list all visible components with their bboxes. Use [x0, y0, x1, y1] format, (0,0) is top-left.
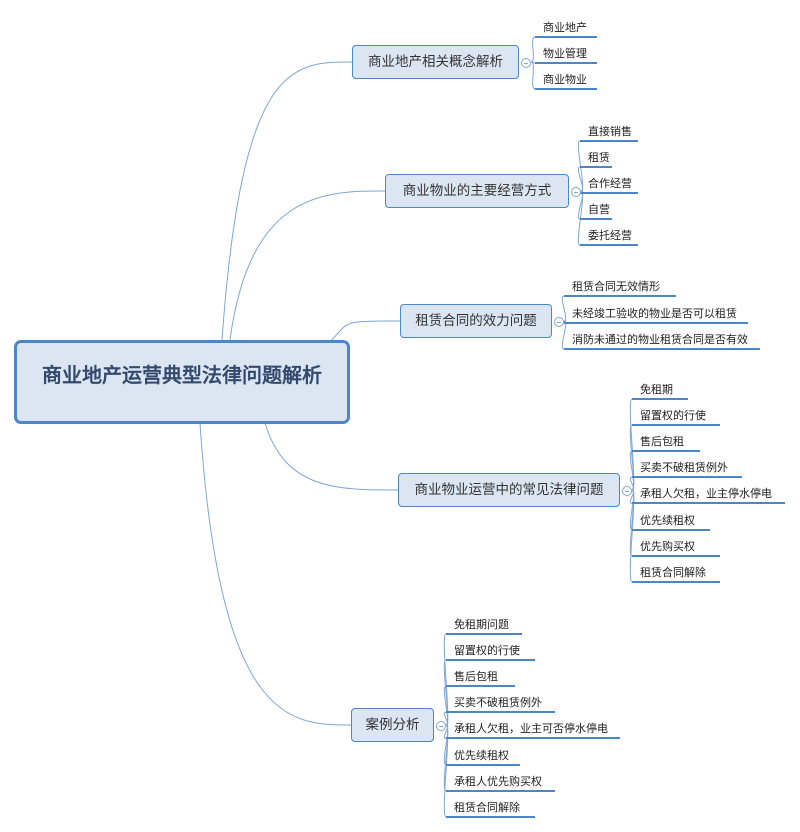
- leaf-node-label: 买卖不破租赁例外: [640, 461, 728, 475]
- branch-to-leaf-connector: [561, 295, 567, 322]
- leaf-node-label: 优先购买权: [640, 539, 695, 553]
- branch-to-leaf-connector: [629, 489, 635, 583]
- root-node-label: 商业地产运营典型法律问题解析: [42, 363, 322, 387]
- leaf-node[interactable]: 优先续租权: [632, 513, 710, 531]
- root-to-branch-connector: [229, 190, 386, 341]
- leaf-node-label: 免租期: [640, 383, 673, 396]
- leaf-node-label: 租赁合同解除: [454, 800, 520, 814]
- root-to-branch-connector: [329, 320, 401, 343]
- root-to-branch-connector: [199, 422, 352, 726]
- leaf-node[interactable]: 租赁合同无效情形: [564, 279, 676, 297]
- leaf-node-label: 未经竣工验收的物业是否可以租赁: [572, 306, 737, 320]
- leaf-node-label: 商业物业: [543, 73, 587, 86]
- branch-to-leaf-connector: [629, 450, 635, 491]
- branch-to-leaf-connector: [443, 724, 449, 818]
- collapse-toggle-icon[interactable]: [436, 721, 446, 731]
- root-to-branch-connector: [221, 61, 353, 341]
- leaf-node-label: 物业管理: [543, 47, 587, 60]
- branch-to-leaf-connector: [629, 476, 635, 491]
- leaf-node[interactable]: 售后包租: [632, 434, 700, 453]
- branch-node[interactable]: 商业地产相关概念解析: [352, 45, 519, 79]
- leaf-node[interactable]: 租赁合同解除: [632, 565, 720, 583]
- leaf-node[interactable]: 商业地产: [535, 20, 597, 38]
- leaf-node[interactable]: 售后包租: [446, 669, 515, 688]
- leaf-node-label: 委托经营: [588, 229, 632, 242]
- leaf-node-label: 优先续租权: [454, 748, 509, 762]
- collapse-toggle-icon[interactable]: [571, 187, 581, 197]
- leaf-node[interactable]: 优先续租权: [446, 748, 520, 766]
- branch-node-label: 案例分析: [365, 717, 420, 733]
- branch-node[interactable]: 商业物业的主要经营方式: [385, 174, 569, 208]
- leaf-node[interactable]: 未经竣工验收的物业是否可以租赁: [564, 306, 748, 324]
- leaf-node[interactable]: 免租期问题: [446, 617, 522, 635]
- branch-to-leaf-connector: [530, 61, 536, 90]
- leaf-node-label: 免租期问题: [454, 618, 509, 631]
- branch-to-leaf-connector: [443, 711, 449, 726]
- leaf-node[interactable]: 直接销售: [580, 124, 638, 142]
- leaf-node-label: 售后包租: [454, 670, 498, 684]
- leaf-node[interactable]: 委托经营: [580, 228, 638, 246]
- leaf-node-label: 售后包租: [640, 435, 684, 449]
- leaf-node[interactable]: 租赁: [580, 150, 612, 168]
- branch-to-leaf-connector: [577, 166, 584, 192]
- leaf-node-label: 留置权的行使: [454, 644, 520, 658]
- leaf-node[interactable]: 优先购买权: [632, 539, 720, 557]
- leaf-node-label: 直接销售: [588, 125, 632, 138]
- branch-node-label: 商业地产相关概念解析: [368, 54, 503, 70]
- leaf-node[interactable]: 消防未通过的物业租赁合同是否有效: [564, 332, 760, 350]
- collapse-toggle-icon[interactable]: [554, 317, 564, 327]
- leaf-node[interactable]: 承租人欠租，业主可否停水停电: [446, 721, 620, 740]
- leaf-node[interactable]: 免租期: [632, 382, 688, 400]
- branch-node[interactable]: 租赁合同的效力问题: [400, 304, 552, 338]
- leaf-node-label: 租赁合同解除: [640, 565, 706, 579]
- leaf-node-label: 优先续租权: [640, 513, 695, 527]
- leaf-node-label: 买卖不破租赁例外: [454, 696, 542, 710]
- leaf-node[interactable]: 物业管理: [535, 46, 597, 64]
- leaf-node[interactable]: 留置权的行使: [446, 643, 535, 662]
- leaf-node[interactable]: 合作经营: [580, 176, 638, 194]
- leaf-node[interactable]: 买卖不破租赁例外: [632, 460, 742, 479]
- leaf-node-label: 合作经营: [588, 177, 632, 190]
- branch-node-label: 商业物业运营中的常见法律问题: [414, 482, 604, 498]
- branch-to-leaf-connector: [443, 685, 449, 726]
- branch-node-label: 商业物业的主要经营方式: [402, 183, 552, 199]
- leaf-node[interactable]: 买卖不破租赁例外: [446, 695, 555, 714]
- leaf-node-label: 承租人优先购买权: [454, 774, 542, 788]
- leaf-node-label: 商业地产: [543, 21, 587, 34]
- leaf-node[interactable]: 承租人优先购买权: [446, 774, 555, 792]
- leaf-node[interactable]: 承租人欠租，业主停水停电: [632, 486, 785, 505]
- branch-node[interactable]: 商业物业运营中的常见法律问题: [398, 473, 620, 507]
- leaf-node-label: 自营: [588, 203, 610, 216]
- collapse-toggle-icon[interactable]: [521, 58, 531, 68]
- leaf-node-label: 消防未通过的物业租赁合同是否有效: [572, 333, 748, 346]
- root-node[interactable]: 商业地产运营典型法律问题解析: [14, 340, 350, 424]
- leaf-node-label: 留置权的行使: [640, 409, 706, 423]
- leaf-node[interactable]: 租赁合同解除: [446, 800, 535, 818]
- leaf-node[interactable]: 留置权的行使: [632, 408, 720, 427]
- leaf-node[interactable]: 商业物业: [535, 72, 597, 90]
- leaf-node-label: 承租人欠租，业主可否停水停电: [454, 722, 608, 736]
- branch-to-leaf-connector: [530, 36, 536, 63]
- collapse-toggle-icon[interactable]: [622, 486, 632, 496]
- root-to-branch-connector: [264, 422, 399, 491]
- leaf-node-label: 租赁: [588, 151, 610, 164]
- branch-node-label: 租赁合同的效力问题: [415, 313, 537, 329]
- leaf-node[interactable]: 自营: [580, 202, 612, 220]
- leaf-node-label: 租赁合同无效情形: [572, 280, 660, 293]
- branch-node[interactable]: 案例分析: [351, 708, 434, 742]
- leaf-node-label: 承租人欠租，业主停水停电: [640, 487, 772, 501]
